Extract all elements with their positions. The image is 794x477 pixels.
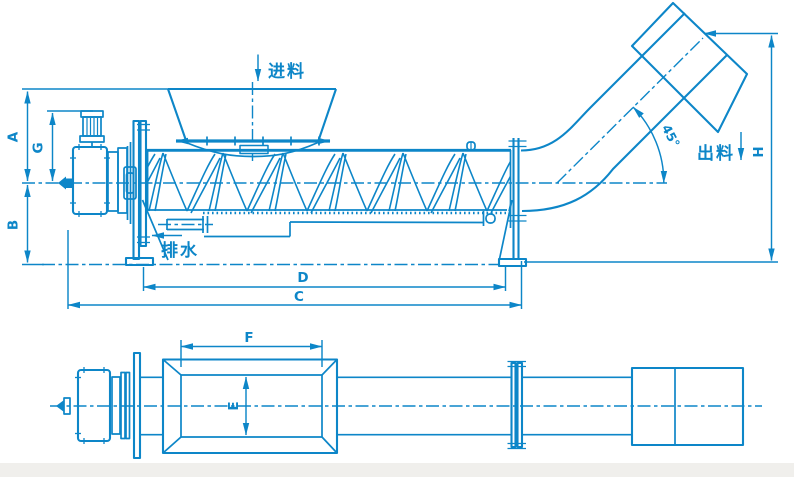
dim-label-B: B [6,220,22,230]
text-labels: 进料 排水 出料 45° A G B H D C F E [6,61,768,411]
left-foot [124,256,155,267]
bottom-strip [0,463,794,477]
discharge-duct [520,1,749,213]
gearbox [58,144,128,217]
plan-flange [507,360,526,450]
plan-discharge-block [630,366,745,447]
drain-assembly [158,211,496,238]
plan-view [56,351,745,460]
coupling-flange [123,119,169,267]
right-brace [498,199,513,260]
right-foot [497,257,528,268]
feed-label: 进料 [268,61,306,82]
screw-flights [147,152,511,214]
dim-label-H: H [751,146,767,157]
discharge-chute [630,1,749,134]
drain-pipe [158,216,213,233]
dim-label-C: C [294,289,304,305]
dim-label-G: G [31,142,47,153]
dim-angle-arc [632,106,668,184]
inclined-centerline [556,37,704,184]
dim-label-F: F [244,330,253,346]
angle-label: 45° [659,122,683,150]
trough-tube [146,141,512,228]
discharge-label: 出料 [697,143,735,164]
dim-label-D: D [297,270,308,286]
dimension-lines [22,30,778,436]
drain-label: 排水 [161,240,199,261]
plan-hopper-box [161,358,339,455]
channel-end-bolt [485,213,496,224]
side-view [58,1,749,268]
dim-label-E: E [226,401,242,410]
discharge-flange [497,138,528,268]
dim-label-A: A [6,131,22,142]
plan-tube [140,376,632,436]
drive-motor [79,110,105,147]
plan-drive [56,351,142,460]
